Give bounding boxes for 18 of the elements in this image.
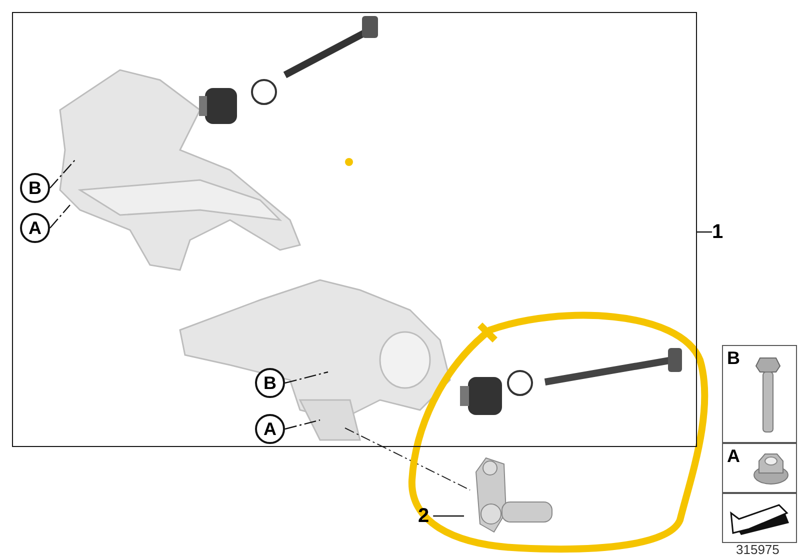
fastener-panel <box>722 345 797 443</box>
callout-number: 1 <box>712 222 724 242</box>
leader-line <box>50 160 76 188</box>
icon-panel <box>722 493 797 543</box>
leader-line <box>284 371 328 384</box>
leader-line <box>50 204 70 228</box>
callout-letter: B <box>20 173 50 203</box>
callout-letter: B <box>255 368 285 398</box>
part-letter: B <box>727 348 740 369</box>
part-letter: A <box>727 446 740 467</box>
leader-line <box>284 419 320 430</box>
leader-line <box>433 515 464 517</box>
callout-letter: A <box>20 213 50 243</box>
diagram-number: 315975 <box>736 542 780 557</box>
assembly-frame <box>12 12 697 447</box>
fastener-panel <box>722 443 797 493</box>
leader-line <box>697 231 712 233</box>
callout-letter: A <box>255 414 285 444</box>
